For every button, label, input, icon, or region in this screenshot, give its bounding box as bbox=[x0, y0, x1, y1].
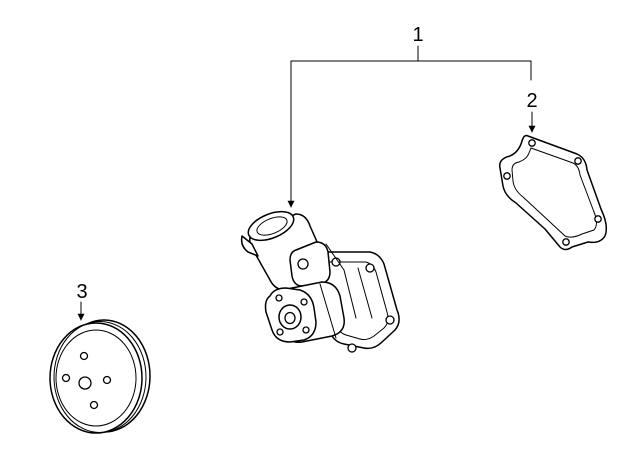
pump-flange-bolt-3 bbox=[347, 343, 357, 353]
pulley-front-rim bbox=[49, 322, 143, 434]
leader-lines bbox=[77, 45, 536, 321]
pulley-groove bbox=[53, 321, 147, 433]
pulley-bolt-hole-1 bbox=[79, 351, 89, 361]
callout-label-1[interactable]: 1 bbox=[412, 24, 423, 46]
pump-inlet-opening bbox=[247, 210, 295, 242]
gasket-bolt-hole-1 bbox=[528, 139, 536, 147]
pump-housing-detail-1 bbox=[319, 283, 337, 339]
pulley[interactable] bbox=[49, 319, 151, 434]
pump-flange-rib-1 bbox=[343, 269, 357, 319]
callout-label-2[interactable]: 2 bbox=[526, 90, 537, 112]
pump-flange-bolt-2 bbox=[385, 315, 395, 325]
gasket-bolt-hole-3 bbox=[594, 215, 602, 223]
pulley-bolt-hole-2 bbox=[102, 375, 112, 385]
gasket-inner-outline bbox=[511, 147, 597, 238]
gasket-bolt-hole-2 bbox=[574, 157, 582, 165]
pump-outlet-port bbox=[297, 258, 309, 270]
water-pump-assembly[interactable] bbox=[240, 206, 400, 353]
pump-flange-rib-2 bbox=[357, 267, 373, 319]
pump-inlet-opening-inner bbox=[256, 216, 288, 236]
pulley-center-bore bbox=[78, 376, 92, 390]
gasket-bolt-hole-5 bbox=[503, 172, 511, 180]
gasket-outer-outline bbox=[498, 134, 608, 251]
pulley-bolt-hole-4 bbox=[61, 373, 71, 383]
gasket[interactable] bbox=[498, 134, 608, 251]
callout-label-3[interactable]: 3 bbox=[76, 281, 87, 303]
pump-hub-bolt-1 bbox=[275, 294, 283, 302]
pump-flange-bolt-1 bbox=[365, 263, 375, 273]
pulley-face-edge bbox=[55, 329, 137, 427]
pump-inlet-collar bbox=[240, 235, 259, 257]
pump-hub-bolt-3 bbox=[302, 326, 310, 334]
pulley-bolt-hole-3 bbox=[89, 400, 99, 410]
pump-shaft-center bbox=[284, 311, 296, 325]
gasket-bolt-hole-4 bbox=[562, 238, 570, 246]
pump-hub-bolt-4 bbox=[276, 328, 284, 336]
pump-hub-bolt-2 bbox=[300, 298, 308, 306]
pump-housing-detail-2 bbox=[325, 243, 345, 271]
